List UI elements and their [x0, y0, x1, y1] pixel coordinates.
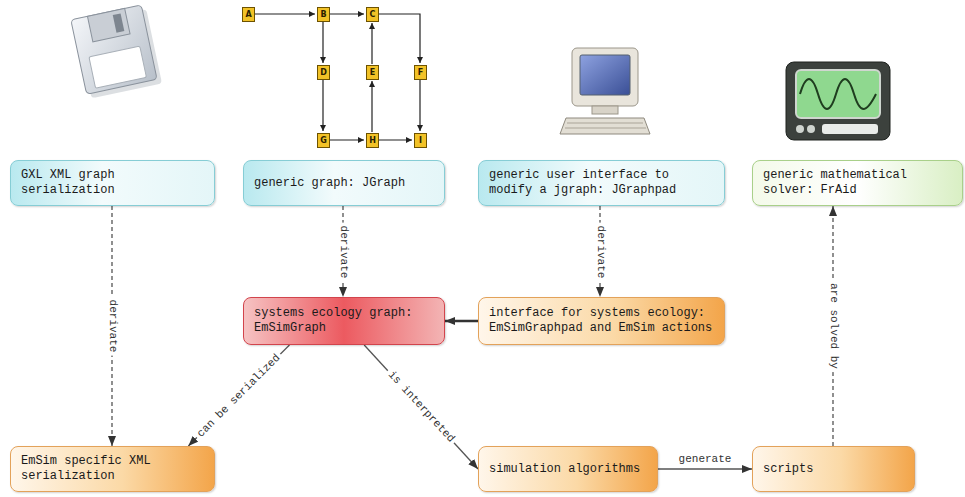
graph-line	[322, 22, 323, 63]
graph-node-letter: E	[366, 65, 379, 80]
graph-line	[379, 139, 412, 140]
graph-line	[371, 23, 372, 64]
core-box: systems ecology graph: EmSimGraph	[243, 297, 445, 345]
graph-node-letter: C	[366, 7, 379, 22]
box-text: generic mathematical solver: FrAid	[763, 168, 952, 198]
component-box: simulation algorithms	[478, 446, 658, 492]
serialization-box: GXL XML graph serialization	[10, 160, 215, 206]
graph-line	[322, 80, 323, 131]
component-box: scripts	[752, 446, 915, 492]
graph-node-letter: H	[366, 133, 379, 148]
graph-node-letter: B	[317, 7, 330, 22]
edge-label: derivate	[594, 222, 607, 281]
edge-label: derivate	[106, 297, 119, 356]
edge-label: are solved by	[827, 280, 840, 372]
floppy-shutter	[87, 8, 130, 41]
box-text: interface for systems ecology: EmSimGrap…	[489, 306, 714, 336]
monitor-screen	[580, 55, 630, 95]
graph-line	[330, 13, 364, 14]
edge-label: can be serialized	[192, 349, 285, 442]
component-box: interface for systems ecology: EmSimGrap…	[478, 297, 725, 345]
keyboard-keys	[565, 123, 646, 128]
box-text: EmSim specific XML serialization	[21, 454, 204, 484]
keyboard	[560, 118, 650, 134]
floppy-body	[71, 5, 157, 94]
floppy-slot	[113, 13, 125, 32]
scope-badge	[822, 124, 878, 134]
box-text: systems ecology graph: EmSimGraph	[254, 306, 434, 336]
graph-illustration	[255, 14, 420, 140]
oscilloscope-icon	[786, 62, 890, 140]
graph-node-letter: A	[242, 7, 255, 22]
box-text: generic user interface to modify a jgrap…	[489, 168, 714, 198]
scope-case	[786, 62, 890, 140]
scope-knob	[796, 125, 804, 133]
floppy-label	[89, 46, 147, 88]
connector-arrow	[188, 345, 289, 446]
connector-arrow	[364, 345, 478, 469]
graph-node-letter: F	[414, 65, 427, 80]
floppy-icon	[71, 4, 162, 99]
monitor-stand	[592, 106, 618, 114]
edge-label: generate	[676, 453, 735, 466]
scope-knob	[807, 125, 815, 133]
connector-arrow	[658, 468, 752, 469]
graph-line	[330, 139, 364, 140]
edge-label: is interpreted	[383, 366, 459, 447]
scope-screen	[796, 70, 880, 118]
scope-wave	[800, 79, 876, 109]
connector-arrow	[445, 320, 478, 322]
computer-icon	[560, 48, 650, 134]
box-text: simulation algorithms	[489, 462, 647, 477]
component-box: EmSim specific XML serialization	[10, 446, 215, 492]
edge-label: derivate	[337, 222, 350, 281]
library-box: generic user interface to modify a jgrap…	[478, 160, 725, 206]
graph-line	[371, 81, 372, 132]
library-box: generic graph: JGraph	[243, 160, 445, 206]
monitor-case	[572, 48, 638, 106]
graph-node-letter: I	[414, 133, 427, 148]
box-text: scripts	[763, 462, 904, 477]
graph-node-letter: D	[317, 65, 330, 80]
graph-node-letter: G	[317, 133, 330, 148]
graph-line	[255, 13, 315, 14]
graph-line	[419, 80, 420, 131]
box-text: GXL XML graph serialization	[21, 168, 204, 198]
graph-line	[379, 14, 420, 63]
solver-box: generic mathematical solver: FrAid	[752, 160, 963, 206]
box-text: generic graph: JGraph	[254, 176, 434, 191]
